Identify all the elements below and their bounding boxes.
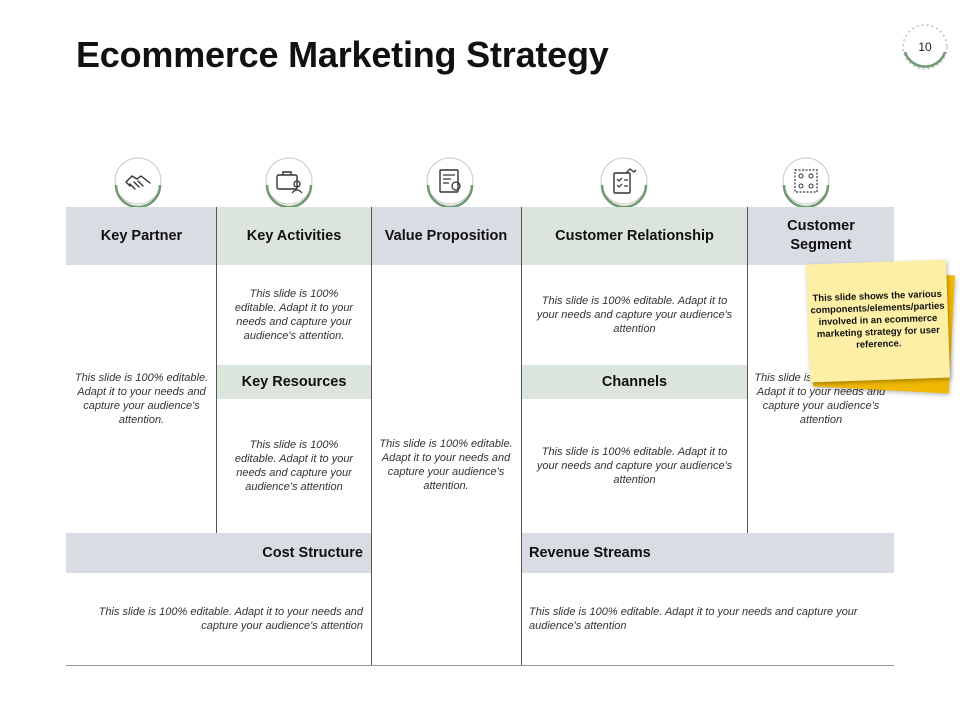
header-key-activities: Key Activities <box>217 207 371 265</box>
sticky-note-paper: This slide shows the various components/… <box>805 259 951 383</box>
header-key-partner: Key Partner <box>66 207 217 265</box>
header-revenue-streams: Revenue Streams <box>521 533 894 573</box>
sticky-note-text: This slide shows the various components/… <box>810 288 945 351</box>
value-proposition-text: This slide is 100% editable. Adapt it to… <box>379 438 513 492</box>
customer-segment-icon-badge <box>780 155 832 209</box>
divider <box>66 665 894 666</box>
customer-relationship-icon-badge <box>598 155 650 209</box>
divider <box>747 207 748 533</box>
channels-text: This slide is 100% editable. Adapt it to… <box>536 446 733 486</box>
document-presentation-icon <box>426 157 474 209</box>
page-number-badge: 10 <box>900 22 950 72</box>
revenue-streams-text: This slide is 100% editable. Adapt it to… <box>529 606 858 632</box>
page-number: 10 <box>918 40 932 54</box>
slide-title: Ecommerce Marketing Strategy <box>76 34 609 75</box>
header-customer-relationship: Customer Relationship <box>521 207 748 265</box>
people-grid-icon <box>782 157 830 209</box>
page-badge-ring-icon <box>902 24 948 70</box>
header-key-resources: Key Resources <box>217 365 371 399</box>
divider <box>521 207 522 665</box>
customer-relationship-text: This slide is 100% editable. Adapt it to… <box>536 295 733 335</box>
value-proposition-icon-badge <box>424 155 476 209</box>
sticky-note: This slide shows the various components/… <box>805 259 955 394</box>
handshake-icon <box>114 157 162 209</box>
key-activities-text: This slide is 100% editable. Adapt it to… <box>234 288 354 342</box>
cost-structure-text: This slide is 100% editable. Adapt it to… <box>98 606 363 632</box>
key-activities-icon-badge <box>263 155 315 209</box>
header-cost-structure: Cost Structure <box>66 533 371 573</box>
clipboard-handshake-icon <box>600 157 648 209</box>
header-value-proposition: Value Proposition <box>371 207 521 265</box>
key-partner-text: This slide is 100% editable. Adapt it to… <box>74 372 209 426</box>
divider <box>216 207 217 533</box>
header-channels: Channels <box>521 365 748 399</box>
header-customer-segment: Customer Segment <box>748 207 894 265</box>
divider <box>371 207 372 665</box>
key-partner-icon-badge <box>112 155 164 209</box>
briefcase-person-icon <box>265 157 313 209</box>
key-resources-text: This slide is 100% editable. Adapt it to… <box>234 439 354 493</box>
